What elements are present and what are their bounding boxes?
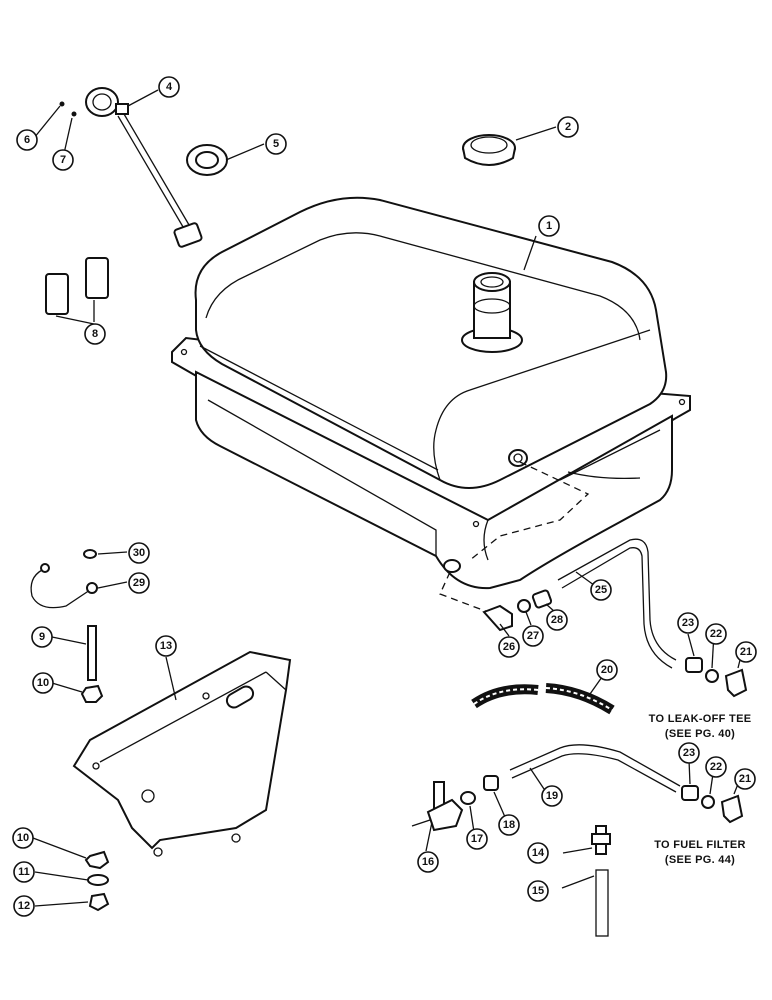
callout-25: 25 <box>590 579 612 601</box>
svg-text:30: 30 <box>133 547 145 559</box>
callout-30: 30 <box>128 542 150 564</box>
svg-text:7: 7 <box>60 154 66 166</box>
shutoff-valve <box>411 775 499 832</box>
callout-19: 19 <box>541 785 563 807</box>
nut-washer-stack <box>84 850 110 912</box>
leak-off-fittings <box>685 657 748 698</box>
callout-8: 8 <box>84 323 106 345</box>
svg-text:23: 23 <box>683 747 695 759</box>
callout-13: 13 <box>155 635 177 657</box>
screw-and-washer <box>59 101 77 117</box>
callout-9: 9 <box>31 626 53 648</box>
callout-5: 5 <box>265 133 287 155</box>
svg-text:22: 22 <box>710 761 722 773</box>
svg-text:17: 17 <box>471 833 483 845</box>
svg-text:25: 25 <box>595 584 607 596</box>
callout-17: 17 <box>466 828 488 850</box>
svg-text:1: 1 <box>546 220 552 232</box>
svg-text:20: 20 <box>601 664 613 676</box>
note-fuel-filter-line2: (SEE PG. 44) <box>664 854 736 866</box>
drain-cock-and-hose <box>591 825 611 937</box>
svg-text:23: 23 <box>682 617 694 629</box>
callout-23-bottom: 23 <box>678 742 700 764</box>
svg-text:26: 26 <box>503 641 515 653</box>
tank-outlet-fittings <box>482 589 553 632</box>
svg-text:10: 10 <box>17 832 29 844</box>
svg-text:21: 21 <box>740 646 752 658</box>
svg-text:5: 5 <box>273 138 279 150</box>
svg-text:11: 11 <box>18 866 30 878</box>
return-tube <box>557 538 677 669</box>
callout-29: 29 <box>128 572 150 594</box>
svg-text:12: 12 <box>18 900 30 912</box>
svg-text:8: 8 <box>92 328 98 340</box>
filler-cap <box>462 134 516 166</box>
svg-text:6: 6 <box>24 134 30 146</box>
svg-text:10: 10 <box>37 677 49 689</box>
fuel-filter-fittings <box>681 785 744 824</box>
svg-text:14: 14 <box>532 847 545 859</box>
note-leak-off-line1: TO LEAK-OFF TEE <box>648 713 752 725</box>
svg-text:27: 27 <box>527 630 539 642</box>
svg-text:16: 16 <box>422 856 434 868</box>
callout-4: 4 <box>158 76 180 98</box>
callout-2: 2 <box>557 116 579 138</box>
callout-1: 1 <box>538 215 560 237</box>
fuel-tank <box>171 196 691 590</box>
ground-strap <box>30 549 98 609</box>
svg-text:18: 18 <box>503 819 515 831</box>
svg-text:22: 22 <box>710 628 722 640</box>
fuel-hose <box>471 683 615 715</box>
mounting-pads <box>45 257 109 315</box>
note-leak-off-tee: TO LEAK-OFF TEE (SEE PG. 40) <box>630 712 770 742</box>
callout-21-bottom: 21 <box>734 768 756 790</box>
note-fuel-filter-line1: TO FUEL FILTER <box>654 839 746 851</box>
callout-27: 27 <box>522 625 544 647</box>
callout-11: 11 <box>13 861 35 883</box>
callout-16: 16 <box>417 851 439 873</box>
callout-26: 26 <box>498 636 520 658</box>
callout-28: 28 <box>546 609 568 631</box>
callout-15: 15 <box>527 880 549 902</box>
callout-23-top: 23 <box>677 612 699 634</box>
fuel-sender-unit <box>85 87 203 248</box>
callout-7: 7 <box>52 149 74 171</box>
svg-text:2: 2 <box>565 121 571 133</box>
callout-6: 6 <box>16 129 38 151</box>
callout-20: 20 <box>596 659 618 681</box>
callout-22-top: 22 <box>705 623 727 645</box>
svg-text:15: 15 <box>532 885 544 897</box>
callout-10-bottom: 10 <box>12 827 34 849</box>
callout-10-top: 10 <box>32 672 54 694</box>
callout-21-top: 21 <box>735 641 757 663</box>
svg-text:4: 4 <box>166 81 173 93</box>
svg-text:13: 13 <box>160 640 172 652</box>
callout-22-bottom: 22 <box>705 756 727 778</box>
svg-text:29: 29 <box>133 577 145 589</box>
mounting-stud <box>80 625 104 703</box>
svg-text:21: 21 <box>739 773 751 785</box>
callouts: 1 2 4 5 6 7 8 9 10 10 11 12 13 14 15 16 … <box>12 76 757 917</box>
leader-lines <box>32 89 743 907</box>
gasket <box>186 144 228 176</box>
note-leak-off-line2: (SEE PG. 40) <box>664 728 736 740</box>
callout-12: 12 <box>13 895 35 917</box>
callout-18: 18 <box>498 814 520 836</box>
note-fuel-filter: TO FUEL FILTER (SEE PG. 44) <box>630 838 770 868</box>
supply-tube <box>509 744 681 793</box>
svg-text:28: 28 <box>551 614 563 626</box>
svg-text:9: 9 <box>39 631 45 643</box>
callout-14: 14 <box>527 842 549 864</box>
mounting-bracket <box>72 650 292 857</box>
svg-text:19: 19 <box>546 790 558 802</box>
